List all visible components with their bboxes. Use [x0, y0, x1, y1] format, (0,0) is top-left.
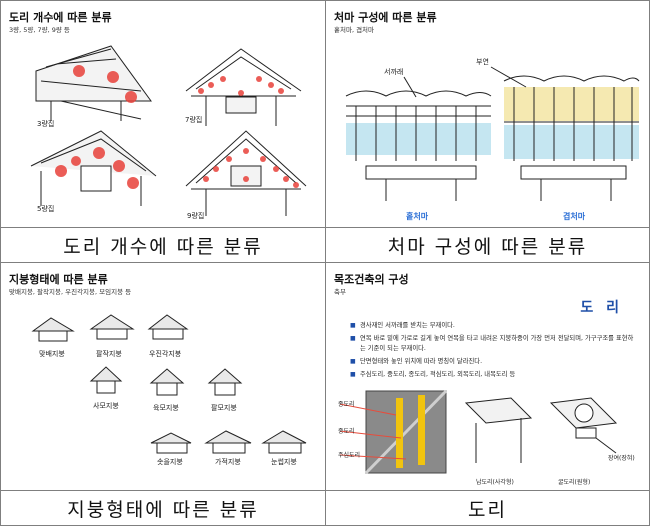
photo-label: 종도리: [338, 401, 355, 408]
slide-subtitle: 맞배지붕, 팔작지붕, 우진각지붕, 모임지붕 등: [9, 288, 132, 296]
slide-title: 처마 구성에 따른 분류: [334, 11, 437, 24]
roof-label: 맞배지붕: [39, 350, 65, 358]
roof-sketches: [30, 45, 307, 216]
roof-label: 팔모지붕: [211, 404, 237, 412]
slide-dori-count: 도리 개수에 따른 분류 3량, 5량, 7량, 9량 등: [1, 1, 325, 230]
panel-dori-count: 도리 개수에 따른 분류 3량, 5량, 7량, 9량 등: [0, 0, 326, 263]
diagram-label: 장여(장혀): [608, 455, 635, 462]
roof-label: 팔작지붕: [96, 350, 122, 358]
label-double-eaves: 겹처마: [563, 212, 586, 221]
bullet-item: 단면형태와 놓인 위치에 따라 명칭이 달라진다.: [350, 357, 636, 367]
panel-dori: 목조건축의 구성 축부 도 리 경사재인 서까래를 받치는 부재이다. 연목 바…: [325, 262, 650, 526]
photo-label: 주심도리: [338, 452, 361, 459]
roof-label: 우진각지붕: [149, 350, 182, 358]
roof-types-sketches: [31, 314, 307, 454]
bullet-item: 주심도리, 중도리, 종도리, 적심도리, 외목도리, 내목도리 등: [350, 370, 636, 380]
label-3ryang: 3량집: [37, 120, 55, 128]
slide-title: 지붕형태에 따른 분류: [9, 273, 108, 286]
slide-subtitle: 홑처마, 겹처마: [334, 26, 375, 34]
roof-label: 가적지붕: [215, 458, 241, 466]
panel-caption: 지붕형태에 따른 분류: [1, 490, 325, 525]
slide-dori: 목조건축의 구성 축부 도 리 경사재인 서까래를 받치는 부재이다. 연목 바…: [326, 263, 649, 492]
label-rafter: 서까래: [384, 68, 404, 76]
roof-label: 솟을지붕: [157, 458, 183, 466]
panel-caption: 처마 구성에 따른 분류: [326, 227, 649, 262]
diagram-label: 납도리(사각형): [476, 479, 514, 486]
bullet-item: 경사재인 서까래를 받치는 부재이다.: [350, 321, 636, 331]
bullet-list: 경사재인 서까래를 받치는 부재이다. 연목 바로 밑에 가로로 길게 놓여 연…: [350, 321, 636, 383]
slide-roof-shape: 지붕형태에 따른 분류 맞배지붕, 팔작지붕, 우진각지붕, 모임지붕 등 맞배…: [1, 263, 325, 492]
diagram-label: 굴도리(원형): [558, 479, 591, 486]
label-9ryang: 9량집: [187, 212, 205, 220]
slide-subtitle: 3량, 5량, 7량, 9량 등: [9, 26, 70, 34]
panel-eaves: 처마 구성에 따른 분류 홑처마, 겹처마: [325, 0, 650, 263]
slide-title: 목조건축의 구성: [334, 273, 409, 286]
slide-subtitle: 축부: [334, 288, 346, 296]
roof-label: 육모지붕: [153, 404, 179, 412]
label-7ryang: 7량집: [185, 116, 203, 124]
label-5ryang: 5량집: [37, 205, 55, 213]
roof-label: 사모지붕: [93, 402, 119, 410]
photo-label: 중도리: [338, 428, 355, 435]
slide-eaves: 처마 구성에 따른 분류 홑처마, 겹처마: [326, 1, 649, 230]
dori-figures: [339, 389, 618, 475]
bullet-item: 연목 바로 밑에 가로로 길게 놓여 연목을 타고 내려온 지붕하중이 가장 먼…: [350, 334, 636, 354]
roof-label: 눈썹지붕: [271, 458, 297, 466]
label-single-eaves: 홑처마: [406, 212, 429, 221]
panel-caption: 도리: [326, 490, 649, 525]
slide-title: 도리 개수에 따른 분류: [9, 11, 112, 24]
label-buyeon: 부연: [476, 58, 489, 66]
panel-roof-shape: 지붕형태에 따른 분류 맞배지붕, 팔작지붕, 우진각지붕, 모임지붕 등 맞배…: [0, 262, 326, 526]
slide-heading: 도 리: [580, 300, 623, 316]
panel-caption: 도리 개수에 따른 분류: [1, 227, 325, 262]
eaves-diagram: [345, 66, 640, 201]
